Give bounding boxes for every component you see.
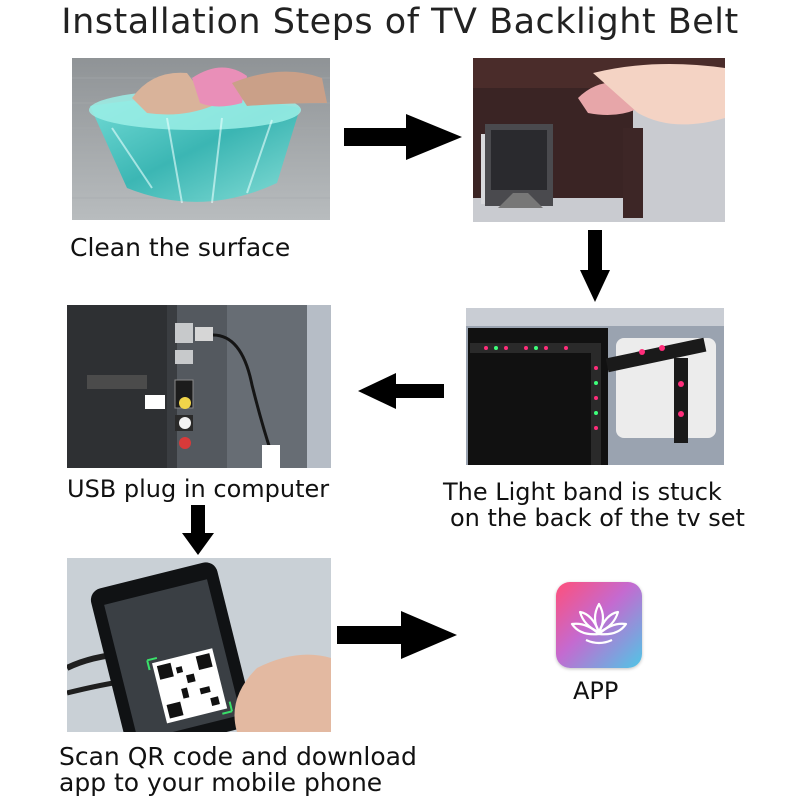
caption-light-band-line2: on the back of the tv set [450,504,745,532]
arrow-right-1 [344,114,462,160]
wipe-tv-photo [473,58,725,222]
arrow-right-2 [337,611,457,659]
clean-surface-photo [72,58,330,220]
light-band-photo [466,308,724,465]
caption-clean-surface: Clean the surface [70,233,291,262]
arrow-left-1 [358,373,444,409]
arrow-down-2 [182,505,214,555]
caption-scan-qr-line2: app to your mobile phone [59,768,383,797]
app-label: APP [573,677,619,705]
caption-light-band-line1: The Light band is stuck [443,478,722,506]
usb-plug-photo [67,305,331,468]
lotus-app-icon [556,582,642,668]
diagram-title: Installation Steps of TV Backlight Belt [61,2,739,42]
scan-qr-photo [67,558,331,732]
caption-scan-qr-line1: Scan QR code and download [59,742,417,771]
caption-usb-plug: USB plug in computer [67,475,330,503]
arrow-down-1 [580,230,610,302]
